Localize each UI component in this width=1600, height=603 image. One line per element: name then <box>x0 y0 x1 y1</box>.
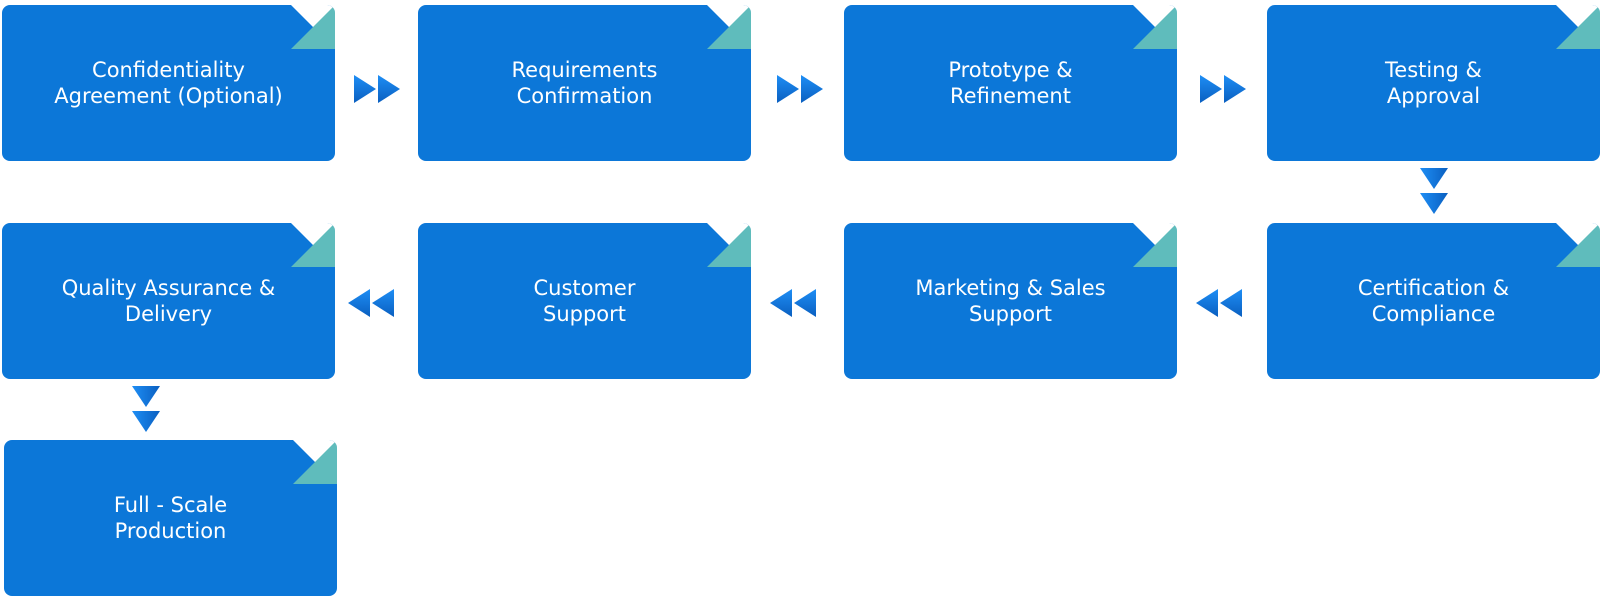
step-label: Requirements Confirmation <box>511 58 658 108</box>
step-label: Testing & Approval <box>1385 58 1482 108</box>
step-full-scale-production: Full - Scale Production <box>4 440 337 596</box>
step-label: Certification & Compliance <box>1357 276 1510 326</box>
folded-corner-icon <box>707 5 751 49</box>
step-label: Prototype & Refinement <box>948 58 1073 108</box>
folded-corner-icon <box>1133 223 1177 267</box>
double-arrow-down-icon <box>1419 168 1449 216</box>
step-testing-approval: Testing & Approval <box>1267 5 1600 161</box>
double-arrow-left-icon <box>1196 289 1244 317</box>
step-label: Quality Assurance & Delivery <box>61 276 276 326</box>
folded-corner-icon <box>291 223 335 267</box>
double-arrow-left-icon <box>348 289 396 317</box>
step-confidentiality-agreement: Confidentiality Agreement (Optional) <box>2 5 335 161</box>
step-label: Marketing & Sales Support <box>915 276 1106 326</box>
double-arrow-right-icon <box>1200 75 1248 103</box>
step-requirements-confirmation: Requirements Confirmation <box>418 5 751 161</box>
step-label: Customer Support <box>533 276 636 326</box>
double-arrow-left-icon <box>770 289 818 317</box>
step-label: Confidentiality Agreement (Optional) <box>54 58 283 108</box>
step-certification-compliance: Certification & Compliance <box>1267 223 1600 379</box>
folded-corner-icon <box>707 223 751 267</box>
double-arrow-right-icon <box>354 75 402 103</box>
step-quality-assurance-delivery: Quality Assurance & Delivery <box>2 223 335 379</box>
folded-corner-icon <box>1556 5 1600 49</box>
folded-corner-icon <box>291 5 335 49</box>
double-arrow-right-icon <box>777 75 825 103</box>
step-prototype-refinement: Prototype & Refinement <box>844 5 1177 161</box>
step-customer-support: Customer Support <box>418 223 751 379</box>
step-label: Full - Scale Production <box>113 493 228 543</box>
step-marketing-sales-support: Marketing & Sales Support <box>844 223 1177 379</box>
folded-corner-icon <box>293 440 337 484</box>
folded-corner-icon <box>1133 5 1177 49</box>
folded-corner-icon <box>1556 223 1600 267</box>
double-arrow-down-icon <box>131 386 161 434</box>
